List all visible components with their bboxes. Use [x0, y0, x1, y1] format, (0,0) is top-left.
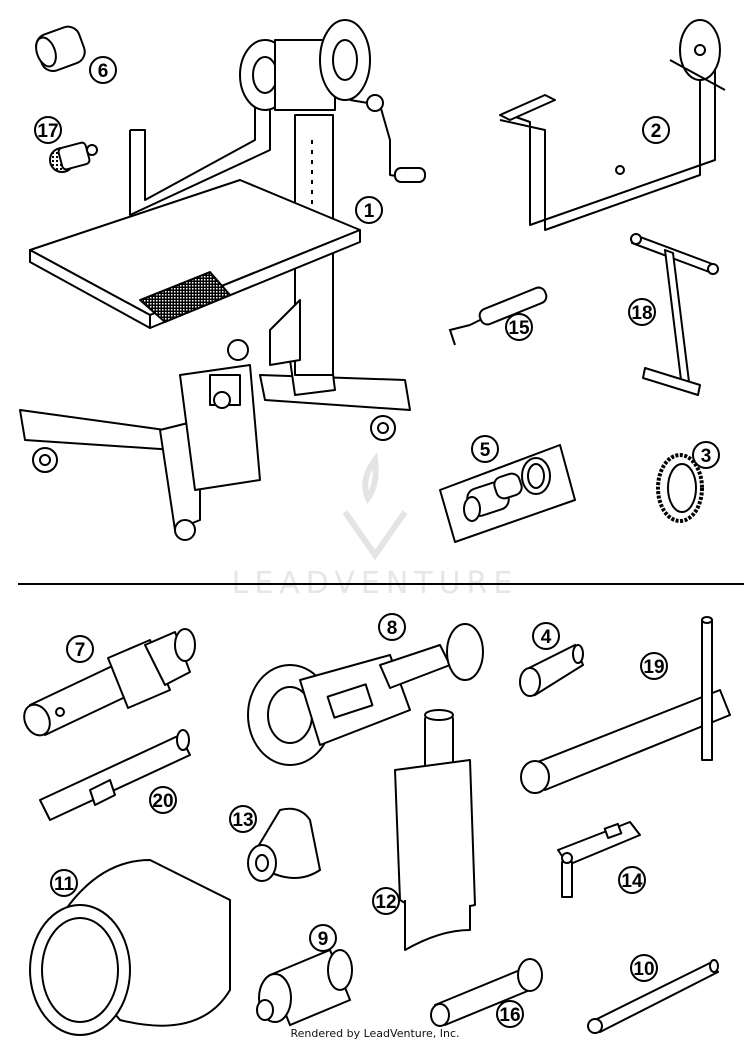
part-9-stepped-drift[interactable] [256, 948, 353, 1027]
callout-15: 15 [505, 313, 533, 341]
part-2-engine-bracket[interactable] [499, 19, 726, 231]
part-8-puller[interactable] [247, 623, 484, 766]
callout-label: 14 [621, 871, 643, 892]
callout-label: 7 [75, 640, 86, 661]
part-5-bushing-set[interactable] [439, 444, 576, 543]
part-1-engine-stand[interactable] [19, 19, 426, 541]
part-11-large-sleeve[interactable] [29, 858, 231, 1036]
part-14-clamp[interactable] [557, 821, 641, 898]
part-12-press-tool[interactable] [394, 709, 476, 951]
callout-label: 13 [232, 810, 253, 831]
callout-label: 5 [480, 440, 491, 461]
callout-2: 2 [642, 116, 670, 144]
callout-label: 20 [152, 791, 173, 812]
callout-label: 4 [541, 627, 552, 648]
callout-label: 19 [643, 657, 664, 678]
callout-label: 10 [633, 959, 654, 980]
callout-8: 8 [378, 613, 406, 641]
part-10-pin-punch[interactable] [587, 959, 719, 1034]
callout-4: 4 [532, 622, 560, 650]
callout-label: 12 [375, 892, 396, 913]
callout-label: 1 [364, 201, 375, 222]
callout-17: 17 [34, 116, 62, 144]
part-4-cone[interactable] [519, 643, 585, 697]
callout-label: 8 [387, 618, 398, 639]
callout-9: 9 [309, 924, 337, 952]
callout-label: 16 [499, 1005, 520, 1026]
callout-14: 14 [618, 866, 646, 894]
callout-3: 3 [692, 441, 720, 469]
render-credit: Rendered by LeadVenture, Inc. [290, 1027, 460, 1040]
callout-label: 17 [37, 121, 58, 142]
part-7-threaded-tool[interactable] [19, 628, 196, 740]
callout-5: 5 [471, 435, 499, 463]
callout-label: 11 [54, 874, 75, 895]
callout-20: 20 [149, 786, 177, 814]
callout-6: 6 [89, 56, 117, 84]
part-15-hook-tool[interactable] [448, 285, 548, 346]
callout-10: 10 [630, 954, 658, 982]
part-3-retaining-ring[interactable] [656, 453, 704, 523]
callout-18: 18 [628, 298, 656, 326]
part-20-stepped-pin[interactable] [39, 729, 191, 821]
callout-label: 15 [508, 318, 530, 339]
callout-label: 18 [631, 303, 652, 324]
callout-label: 2 [651, 121, 662, 142]
part-13-cone-bushing[interactable] [247, 807, 322, 882]
callout-label: 6 [98, 61, 109, 82]
part-17-adapter[interactable] [49, 141, 98, 173]
callout-1: 1 [355, 196, 383, 224]
callout-label: 3 [701, 446, 712, 467]
callout-12: 12 [372, 887, 400, 915]
callout-label: 9 [318, 929, 329, 950]
part-18-t-handle[interactable] [630, 233, 719, 396]
callout-19: 19 [640, 652, 668, 680]
callout-16: 16 [496, 1000, 524, 1028]
part-19-t-drift[interactable] [520, 616, 731, 794]
callout-11: 11 [50, 869, 78, 897]
callout-13: 13 [229, 805, 257, 833]
watermark-logo [342, 452, 408, 561]
part-16-stepped-pin[interactable] [430, 958, 543, 1027]
callout-7: 7 [66, 635, 94, 663]
part-6-sleeve[interactable] [32, 23, 88, 74]
